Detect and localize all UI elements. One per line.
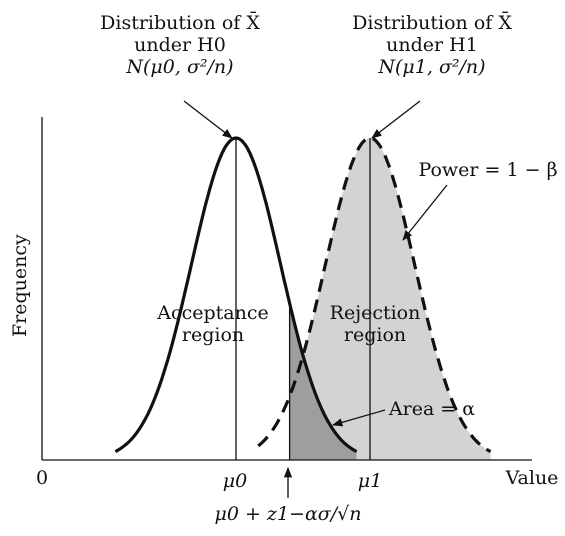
rejection-region-label: Rejection region: [310, 302, 440, 346]
area-alpha-annotation: Area = α: [388, 398, 476, 420]
x-tick-mu1: μ1: [357, 470, 383, 492]
power-annotation: Power = 1 − β: [418, 159, 558, 181]
rejection-line2: region: [343, 324, 407, 346]
power-area: [289, 138, 491, 460]
h1-distribution-curve: [257, 136, 492, 454]
h1-label-line1: Distribution of X̄: [352, 12, 512, 34]
h0-label-line2: under H0: [134, 34, 226, 56]
x-axis-label: Value: [505, 467, 559, 489]
acceptance-line2: region: [181, 324, 245, 346]
h1-label: Distribution of X̄ under H1 N(μ1, σ²/n): [312, 12, 552, 78]
alpha-arrow: [332, 409, 386, 427]
acceptance-region-label: Acceptance region: [148, 302, 278, 346]
alpha-area: [289, 303, 357, 460]
h1-label-line3: N(μ1, σ²/n): [378, 56, 486, 78]
h1-label-arrow: [371, 100, 421, 139]
power-arrow: [402, 184, 448, 241]
origin-label: 0: [35, 467, 49, 489]
h0-label-arrow: [183, 100, 233, 139]
h0-label-line3: N(μ0, σ²/n): [126, 56, 234, 78]
h0-label-line1: Distribution of X̄: [100, 12, 260, 34]
h0-distribution-curve: [114, 136, 358, 454]
h0-label: Distribution of X̄ under H0 N(μ0, σ²/n): [60, 12, 300, 78]
x-tick-mu0: μ0: [222, 470, 248, 492]
critical-value-label: μ0 + z1−ασ/√n: [214, 503, 362, 525]
h1-label-line2: under H1: [386, 34, 478, 56]
rejection-line1: Rejection: [329, 302, 421, 324]
acceptance-line1: Acceptance: [157, 302, 269, 324]
y-axis-label: Frequency: [9, 234, 31, 337]
